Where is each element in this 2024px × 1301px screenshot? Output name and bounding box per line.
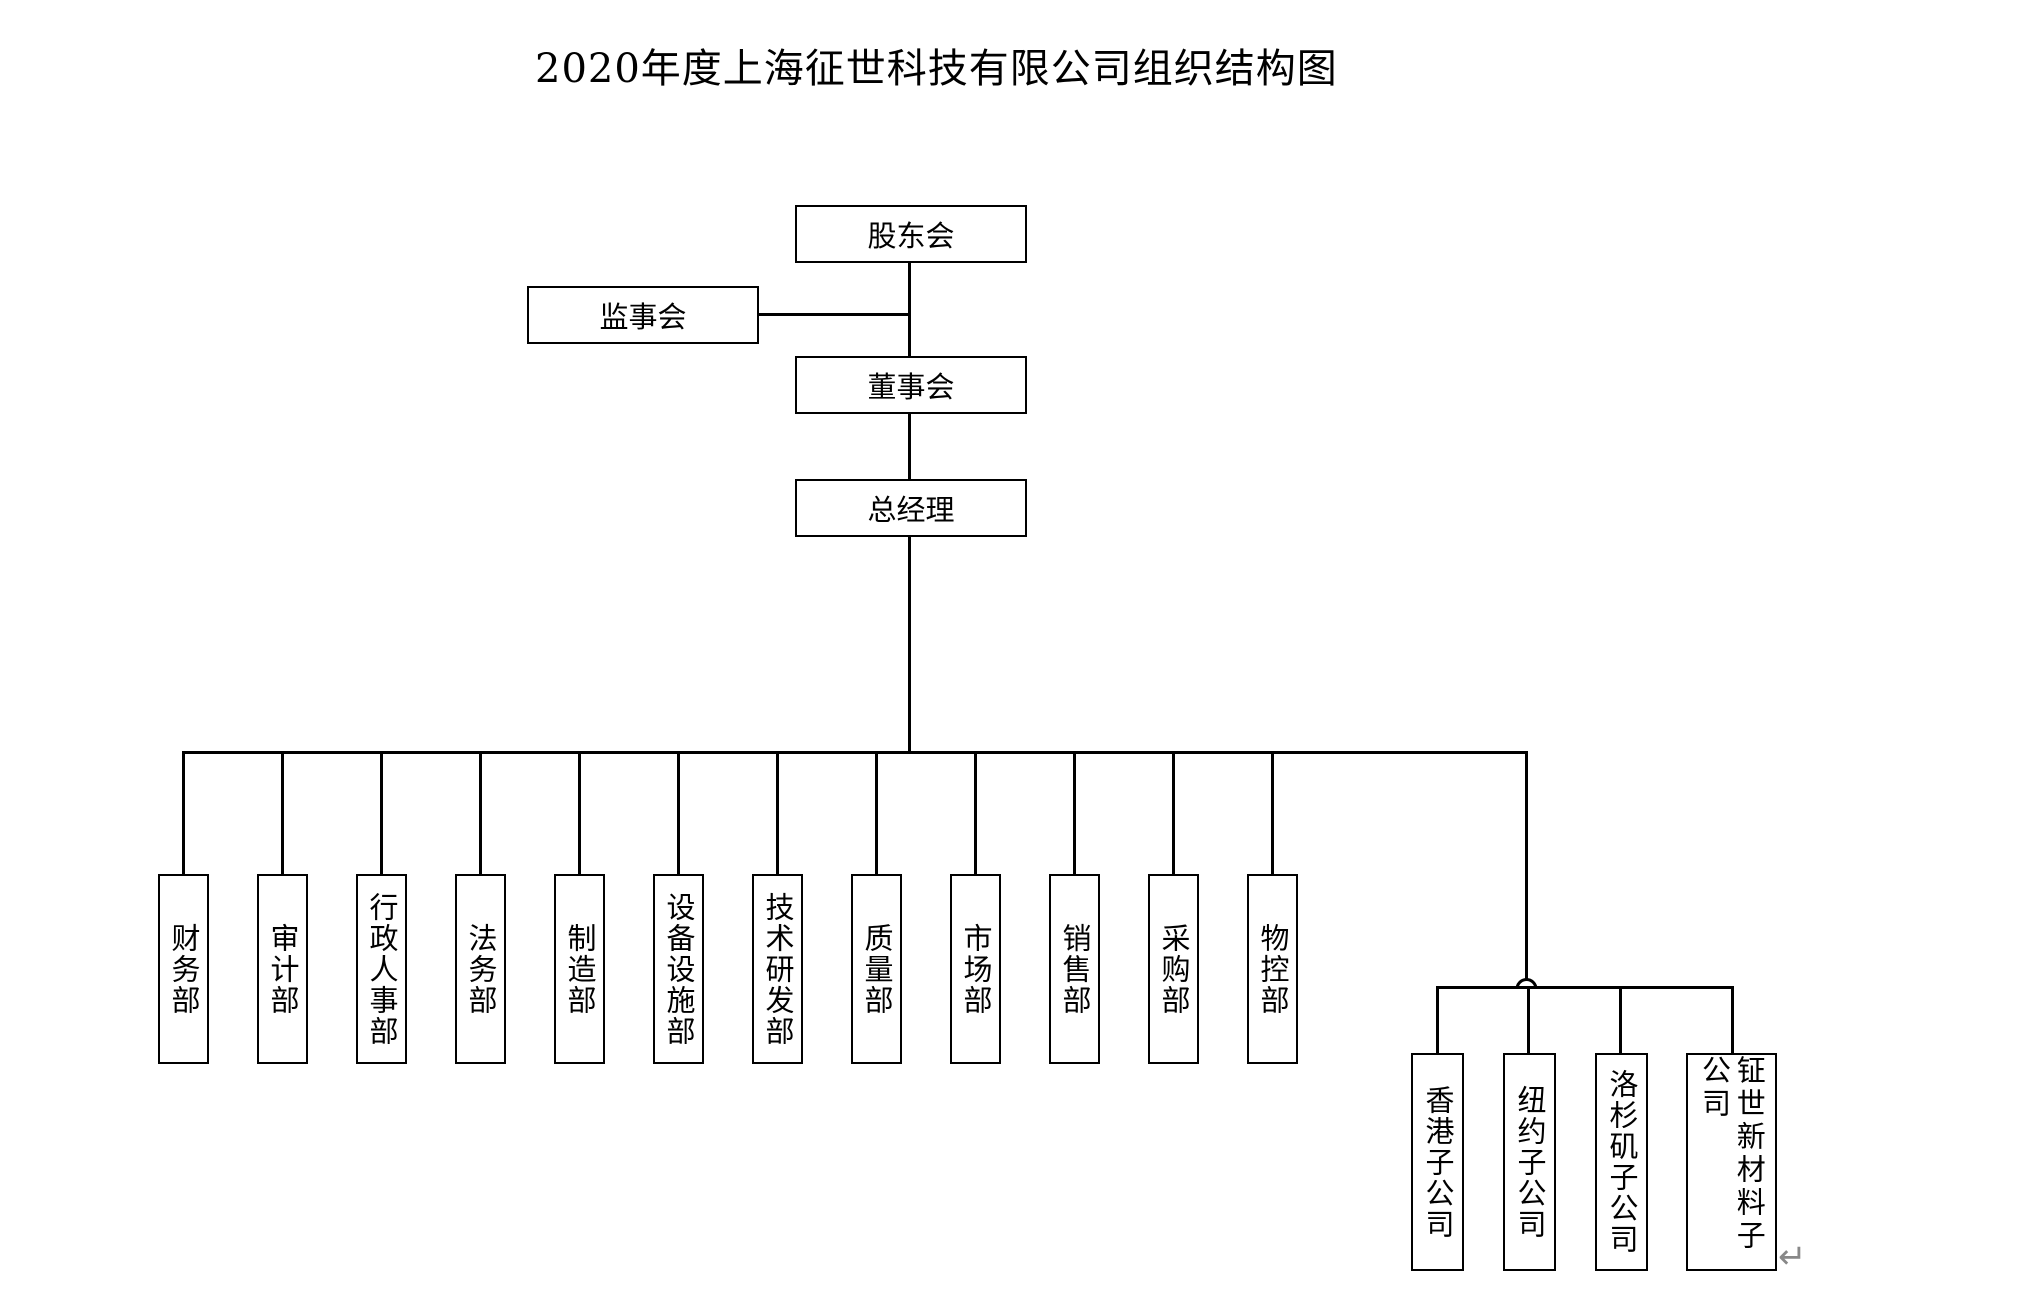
drop-line	[875, 751, 878, 874]
drop-line	[1271, 751, 1274, 874]
department-box-purchasing: 采购部	[1148, 874, 1199, 1064]
drop-line	[1172, 751, 1175, 874]
subsidiary-box-new-york: 纽约子公司	[1503, 1053, 1556, 1271]
drop-line	[479, 751, 482, 874]
board-box: 董事会	[795, 356, 1027, 414]
connector-board-gm	[908, 414, 911, 479]
subsidiary-box-new-materials: 钲世新材料子公司	[1686, 1053, 1777, 1271]
department-box-rnd: 技术研发部	[752, 874, 803, 1064]
department-box-facilities: 设备设施部	[653, 874, 704, 1064]
department-box-legal: 法务部	[455, 874, 506, 1064]
subsidiary-box-hong-kong: 香港子公司	[1411, 1053, 1464, 1271]
department-box-materials: 物控部	[1247, 874, 1298, 1064]
drop-line	[1527, 986, 1530, 1053]
drop-line	[182, 751, 185, 874]
drop-line	[380, 751, 383, 874]
connector-supervisors	[759, 313, 911, 316]
department-box-finance: 财务部	[158, 874, 209, 1064]
department-bus-line	[182, 751, 1528, 754]
subsidiary-trunk-line	[1525, 751, 1528, 981]
subsidiary-box-los-angeles: 洛杉矶子公司	[1595, 1053, 1648, 1271]
drop-line	[578, 751, 581, 874]
drop-line	[776, 751, 779, 874]
department-box-admin-hr: 行政人事部	[356, 874, 407, 1064]
drop-line	[974, 751, 977, 874]
department-box-sales: 销售部	[1049, 874, 1100, 1064]
drop-line	[1436, 986, 1439, 1053]
general-manager-box: 总经理	[795, 479, 1027, 537]
return-mark-icon: ↵	[1778, 1237, 1807, 1277]
supervisors-box: 监事会	[527, 286, 759, 344]
connector-gm-bus	[908, 537, 911, 754]
department-box-marketing: 市场部	[950, 874, 1001, 1064]
department-box-manufacturing: 制造部	[554, 874, 605, 1064]
drop-line	[1731, 986, 1734, 1053]
department-box-audit: 审计部	[257, 874, 308, 1064]
drop-line	[1073, 751, 1076, 874]
subsidiary-bus-line	[1436, 986, 1734, 989]
connector-shareholders-board	[908, 263, 911, 356]
line-hop-arc	[1516, 978, 1538, 990]
department-box-quality: 质量部	[851, 874, 902, 1064]
drop-line	[281, 751, 284, 874]
shareholders-box: 股东会	[795, 205, 1027, 263]
page-title: 2020年度上海征世科技有限公司组织结构图	[535, 46, 1338, 92]
drop-line	[677, 751, 680, 874]
drop-line	[1619, 986, 1622, 1053]
